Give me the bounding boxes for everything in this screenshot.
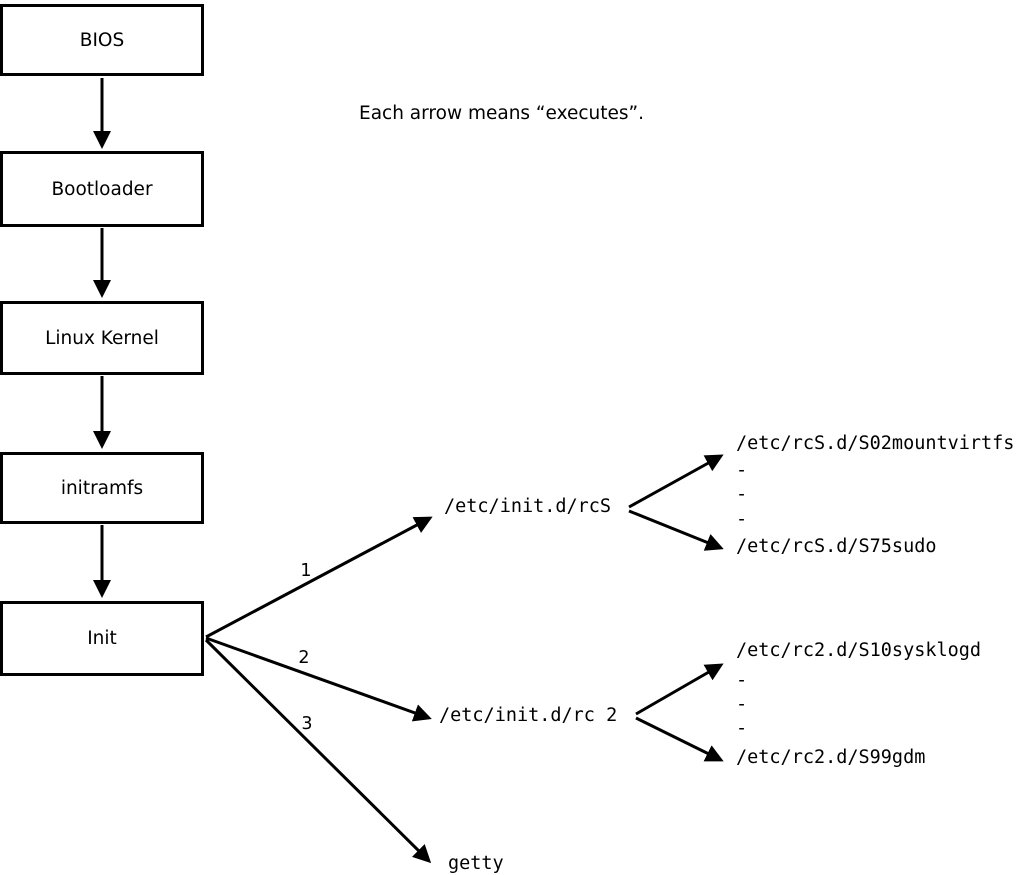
legend-note: Each arrow means “executes”. [359,103,644,124]
arrow-init-to-getty [204,638,432,864]
node-rc2d-first-script: /etc/rc2.d/S10sysklogd [736,640,982,661]
node-initramfs: initramfs [0,452,204,524]
node-linux-kernel-label: Linux Kernel [45,327,159,349]
rc2d-gap-marker-3: - [736,718,748,739]
node-init-label: Init [87,628,117,649]
rcsd-gap-marker-1: - [736,460,748,481]
node-rc2-script: /etc/init.d/rc 2 [439,705,618,726]
exec-order-3: 3 [301,714,313,734]
node-bootloader-label: Bootloader [51,178,153,200]
node-rcsd-last-script: /etc/rcS.d/S75sudo [736,536,937,557]
rcsd-gap-marker-2: - [736,484,748,505]
arrow-init-to-rcs [205,516,433,639]
node-rcs-script: /etc/init.d/rcS [444,496,612,517]
arrow-rcs-to-first-script [628,454,724,509]
node-bios-label: BIOS [79,29,125,51]
exec-order-2: 2 [298,648,310,668]
node-initramfs-label: initramfs [60,477,144,499]
node-rcsd-first-script: /etc/rcS.d/S02mountvirtfs [736,433,1015,454]
arrow-rc2-to-last-script [635,716,724,762]
node-init: Init [0,601,204,676]
rc2d-gap-marker-2: - [736,694,748,715]
arrow-rc2-to-first-script [635,663,724,716]
node-bootloader: Bootloader [0,151,204,227]
node-bios: BIOS [0,4,204,76]
arrow-init-to-rc2 [205,636,432,722]
rcsd-gap-marker-3: - [736,509,748,530]
arrow-rcs-to-last-script [628,509,724,551]
node-linux-kernel: Linux Kernel [0,301,204,375]
node-getty: getty [448,853,504,874]
rc2d-gap-marker-1: - [736,670,748,691]
exec-order-1: 1 [300,561,312,581]
node-rc2d-last-script: /etc/rc2.d/S99gdm [736,747,926,768]
